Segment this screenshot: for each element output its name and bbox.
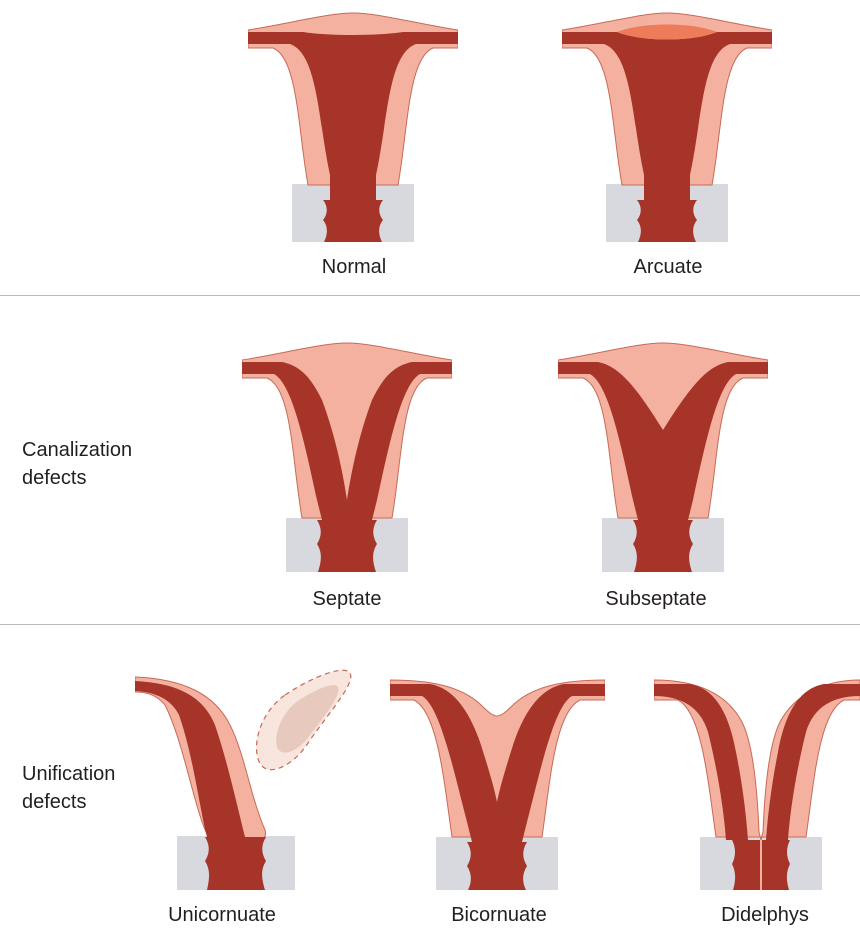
row-label-line: Unification [22, 760, 115, 788]
diagram-label: Didelphys [721, 903, 809, 927]
didelphys-uterus-illustration [654, 672, 860, 890]
row-label-canalization: Canalization defects [22, 436, 132, 492]
diagram-label: Unicornuate [168, 903, 276, 927]
diagram-label: Subseptate [605, 587, 706, 611]
subseptate-uterus-illustration [558, 340, 768, 572]
diagram-label: Septate [313, 587, 382, 611]
row-label-line: defects [22, 464, 132, 492]
row-divider [0, 295, 860, 296]
arcuate-uterus-illustration [562, 10, 772, 242]
septate-uterus-illustration [242, 340, 452, 572]
diagram-label: Normal [322, 255, 386, 279]
row-label-line: Canalization [22, 436, 132, 464]
row-label-unification: Unification defects [22, 760, 115, 816]
bicornuate-uterus-illustration [390, 672, 605, 890]
diagram-label: Arcuate [634, 255, 703, 279]
row-divider [0, 624, 860, 625]
unicornuate-uterus-illustration [135, 665, 355, 890]
row-label-line: defects [22, 788, 115, 816]
diagram-label: Bicornuate [451, 903, 547, 927]
normal-uterus-illustration [248, 10, 458, 242]
